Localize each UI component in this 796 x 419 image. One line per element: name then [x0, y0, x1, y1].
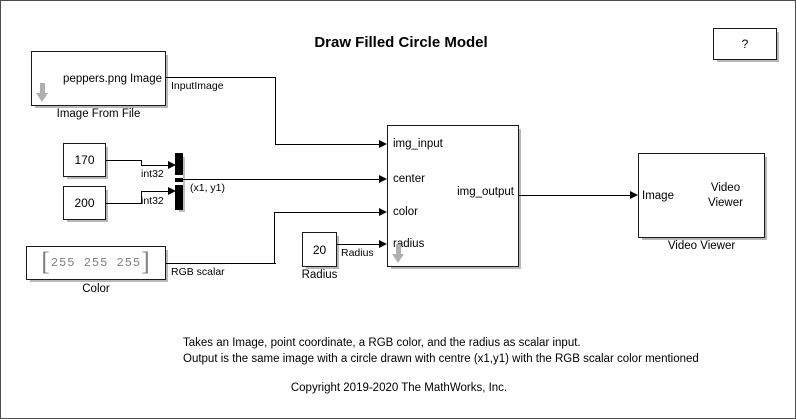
- wire-const-y-h2: [141, 191, 169, 192]
- port-label-color: color: [393, 206, 418, 218]
- bracket-open: [: [41, 247, 51, 276]
- wire-radius: [337, 244, 380, 245]
- wire-arrow-center: [379, 175, 387, 183]
- wire-const-x-v: [141, 160, 142, 166]
- description-line-2: Output is the same image with a circle d…: [183, 353, 699, 365]
- block-image-from-file[interactable]: peppers.png Image: [31, 51, 166, 106]
- wire-rgb-h1: [166, 263, 276, 264]
- wire-rgb-h2: [274, 212, 380, 213]
- wire-arrow-mux-in2: [168, 187, 176, 195]
- block-radius-constant[interactable]: 20: [302, 232, 337, 267]
- wire-const-x-h1: [106, 160, 142, 161]
- port-label-center: center: [393, 173, 425, 185]
- port-label-video-image: Image: [642, 189, 674, 202]
- signal-label-radius: Radius: [341, 247, 374, 259]
- block-constant-x[interactable]: 170: [63, 143, 106, 177]
- page-title: Draw Filled Circle Model: [314, 34, 488, 51]
- down-arrow-icon: [392, 244, 405, 264]
- wire-arrow-video-in: [630, 191, 638, 199]
- block-label-video-viewer: Video Viewer: [667, 240, 736, 252]
- down-arrow-icon: [36, 83, 49, 103]
- wire-arrow-color: [379, 208, 387, 216]
- constant-y-value: 200: [74, 196, 95, 210]
- constant-x-value: 170: [74, 153, 95, 167]
- port-label-img-output: img_output: [457, 186, 514, 198]
- wire-const-y-v: [141, 191, 142, 204]
- mux-notch-upper: [175, 175, 183, 178]
- block-label-image-from-file: Image From File: [56, 108, 141, 120]
- video-viewer-caption-line1: Video: [710, 181, 741, 194]
- bracket-close: ]: [141, 247, 151, 276]
- radius-constant-value: 20: [312, 242, 327, 257]
- video-viewer-caption: Video Viewer: [691, 181, 760, 211]
- video-viewer-caption-line2: Viewer: [708, 196, 743, 209]
- image-from-file-value: peppers.png: [63, 72, 127, 85]
- wire-arrow-img-input: [379, 140, 387, 148]
- signal-label-rgb-scalar: RGB scalar: [171, 266, 225, 278]
- wire-arrow-radius: [379, 240, 387, 248]
- help-label: ?: [741, 37, 749, 51]
- block-label-color: Color: [82, 283, 110, 295]
- signal-label-input-image: InputImage: [171, 80, 224, 92]
- wire-input-image-v: [275, 77, 276, 145]
- signal-label-const-y: int32: [141, 195, 164, 207]
- wire-input-image-h1: [166, 77, 276, 78]
- port-label-img-input: img_input: [393, 138, 443, 150]
- help-button[interactable]: ?: [713, 28, 777, 60]
- wire-arrow-mux-in1: [168, 161, 176, 169]
- mux-notch-lower: [175, 182, 183, 185]
- wire-rgb-v: [274, 212, 275, 264]
- color-constant-value: [255 255 255]: [27, 249, 165, 275]
- block-constant-y[interactable]: 200: [63, 186, 106, 220]
- copyright-text: Copyright 2019-2020 The MathWorks, Inc.: [290, 382, 508, 394]
- block-mux[interactable]: [175, 153, 183, 210]
- wire-const-y-h1: [106, 203, 142, 204]
- signal-label-const-x: int32: [141, 168, 164, 180]
- wire-const-x-h2: [141, 165, 169, 166]
- image-from-file-outport-label: Image: [130, 72, 162, 85]
- block-video-viewer[interactable]: Image Video Viewer: [638, 153, 765, 238]
- wire-mux-center: [183, 179, 380, 180]
- signal-label-center: (x1, y1): [190, 182, 226, 194]
- description-line-1: Takes an Image, point coordinate, a RGB …: [183, 337, 581, 349]
- block-draw-filled-circle[interactable]: img_input center color radius img_output: [387, 125, 519, 267]
- wire-img-output: [519, 195, 631, 196]
- block-label-radius: Radius: [301, 269, 338, 281]
- wire-input-image-h2: [275, 144, 380, 145]
- color-constant-numbers: 255 255 255: [50, 256, 142, 270]
- block-color-constant[interactable]: [255 255 255]: [26, 246, 166, 280]
